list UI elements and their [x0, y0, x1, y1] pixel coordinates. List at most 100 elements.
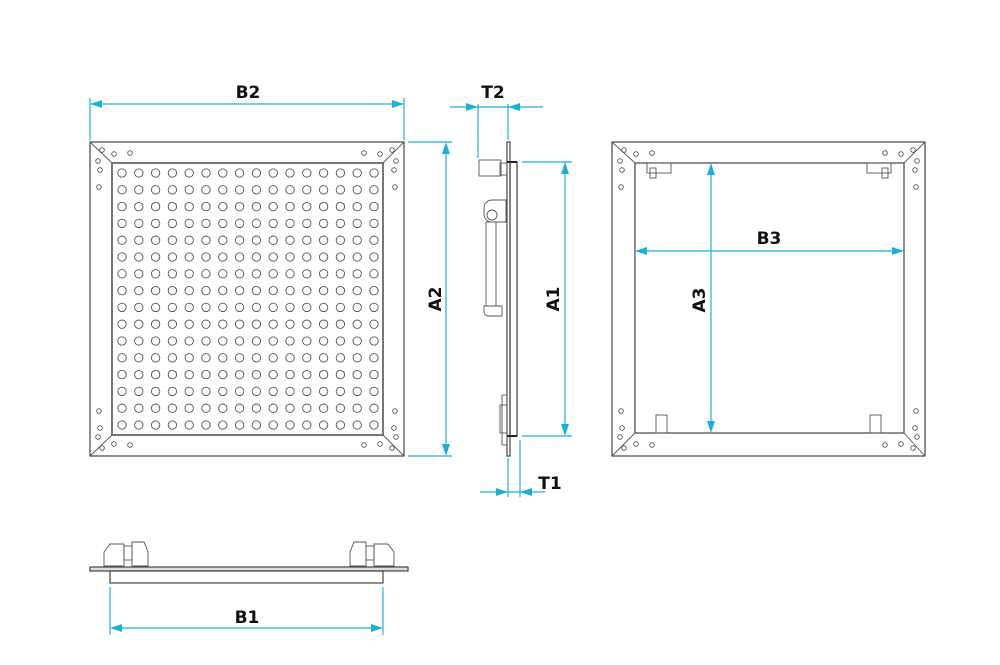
perforation-hole — [285, 168, 295, 178]
perforation-hole — [251, 386, 262, 397]
perforation-hole — [218, 353, 228, 363]
mounting-hole — [389, 445, 395, 451]
label-a1: A1 — [544, 287, 564, 312]
perforation-hole — [184, 269, 194, 279]
perforation-hole — [369, 302, 379, 313]
perforation-hole — [352, 336, 362, 346]
perforation-hole — [318, 285, 329, 296]
label-t2: T2 — [481, 83, 504, 103]
mounting-hole — [914, 434, 920, 440]
dimension-a2: A2 — [408, 141, 452, 457]
perforation-hole — [150, 218, 161, 229]
dimension-t1: T1 — [480, 440, 562, 497]
perforation-hole — [117, 168, 127, 178]
mounting-hole — [127, 442, 133, 448]
perforation-hole — [369, 336, 379, 346]
perforation-hole — [318, 302, 329, 313]
perforation-hole — [117, 319, 127, 329]
perforation-hole — [218, 201, 228, 212]
perforation-hole — [201, 420, 211, 430]
mounting-hole — [95, 158, 101, 164]
perforation-hole — [369, 319, 379, 329]
perforation-hole — [335, 185, 346, 195]
perforation-hole — [150, 252, 161, 262]
perforation-hole — [335, 218, 346, 229]
perforation-hole — [134, 201, 144, 212]
perforation-hole — [234, 218, 245, 229]
mounting-hole — [882, 442, 888, 448]
perforation-hole — [234, 420, 245, 430]
perforation-hole — [218, 269, 228, 279]
perforation-hole — [302, 420, 312, 430]
perforation-hole — [352, 403, 362, 413]
perforation-hole — [352, 285, 362, 296]
perforation-hole — [134, 302, 144, 313]
perforation-hole — [134, 336, 144, 346]
perforation-hole — [184, 353, 194, 363]
dimension-b2: B2 — [89, 83, 405, 140]
mounting-hole — [649, 150, 655, 156]
mounting-hole — [633, 441, 639, 447]
perforation-hole — [285, 218, 295, 229]
perforation-hole — [302, 168, 312, 178]
perforation-hole — [117, 369, 127, 380]
perforation-hole — [285, 403, 295, 413]
perforation-hole — [117, 269, 127, 279]
mounting-hole — [910, 147, 916, 153]
perforation-hole — [369, 218, 379, 229]
perforation-hole — [201, 403, 211, 413]
perforation-hole — [302, 336, 312, 346]
perforation-hole — [201, 353, 211, 363]
perforation-hole — [268, 302, 278, 313]
perforation-hole — [335, 168, 346, 178]
perforation-hole — [234, 201, 245, 212]
bottom-view — [89, 541, 409, 584]
side-section-view — [478, 141, 518, 457]
perforation-hole — [184, 235, 194, 245]
perforation-hole — [134, 420, 144, 430]
perforation-hole — [167, 319, 178, 329]
perforation-hole — [184, 168, 194, 178]
perforation-hole — [117, 185, 127, 195]
perforation-hole — [150, 319, 161, 329]
perforation-hole — [251, 185, 262, 195]
perforation-hole — [268, 369, 278, 380]
perforation-hole — [369, 235, 379, 245]
perforation-hole — [251, 403, 262, 413]
mounting-hole — [619, 167, 625, 173]
perforation-hole — [234, 252, 245, 262]
perforation-hole — [369, 168, 379, 178]
perforation-hole — [285, 369, 295, 380]
perforation-hole — [184, 185, 194, 195]
mounting-hole — [649, 442, 655, 448]
rear-frame-view — [611, 141, 926, 457]
mounting-hole — [391, 425, 397, 431]
mounting-hole — [97, 425, 103, 431]
mounting-hole — [127, 150, 133, 156]
perforation-grid — [117, 168, 379, 430]
perforation-hole — [218, 386, 228, 397]
mounting-hole — [912, 167, 918, 173]
perforation-hole — [369, 201, 379, 212]
mounting-hole — [619, 425, 625, 431]
perforation-hole — [218, 319, 228, 329]
perforation-hole — [134, 319, 144, 329]
mounting-hole — [617, 434, 623, 440]
perforation-hole — [234, 386, 245, 397]
perforation-hole — [184, 319, 194, 329]
perforation-hole — [251, 235, 262, 245]
perforation-hole — [251, 336, 262, 346]
perforation-hole — [150, 403, 161, 413]
perforation-hole — [318, 420, 329, 430]
perforation-hole — [184, 252, 194, 262]
perforation-hole — [167, 302, 178, 313]
perforation-hole — [167, 168, 178, 178]
perforation-hole — [352, 369, 362, 380]
perforation-hole — [318, 235, 329, 245]
perforation-hole — [218, 403, 228, 413]
perforation-hole — [251, 168, 262, 178]
mounting-holes — [617, 147, 920, 451]
perforation-hole — [318, 252, 329, 262]
perforation-hole — [167, 218, 178, 229]
